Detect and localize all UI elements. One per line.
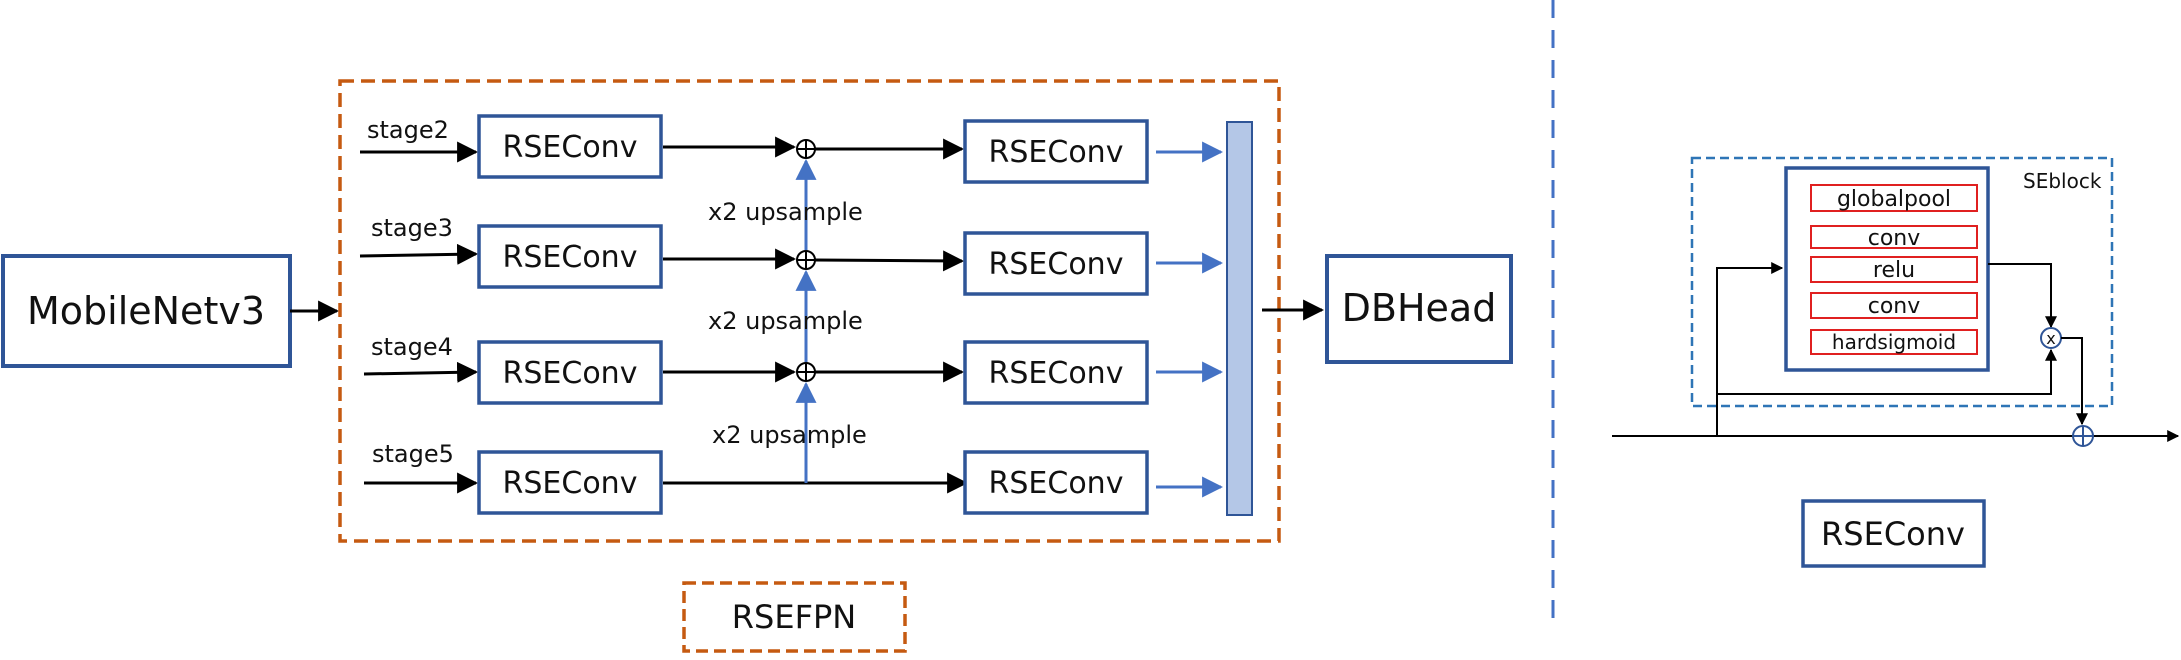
add-node-1 — [796, 139, 816, 159]
stage5-conv-label: RSEConv — [503, 466, 638, 501]
backbone-block: MobileNetv3 — [1, 254, 292, 368]
stage4-arrow — [363, 361, 479, 383]
seblock-border — [1690, 156, 2114, 408]
rsefpn-name-box — [682, 581, 907, 653]
layer-box-globalpool — [1810, 184, 1978, 212]
stage3-label: stage3 — [371, 214, 453, 242]
head-block: DBHead — [1325, 254, 1513, 364]
layer-box-hardsigmoid — [1810, 329, 1978, 355]
layer-label-conv-1: conv — [1868, 226, 1921, 251]
fpn-concat-arrows — [1156, 141, 1224, 498]
multiply-symbol: x — [2046, 329, 2055, 348]
stage2-conv-label: RSEConv — [503, 130, 638, 165]
seblock-label: SEblock — [2023, 169, 2102, 193]
out-conv-box-4 — [963, 450, 1149, 515]
fpn-input-convs: RSEConv RSEConv RSEConv RSEConv — [477, 114, 663, 515]
stage4-label: stage4 — [371, 333, 453, 361]
upsample-label-3: x2 upsample — [712, 421, 867, 449]
layer-label-globalpool: globalpool — [1837, 187, 1951, 212]
head-box — [1325, 254, 1513, 364]
fpn-add-to-conv-arrows — [814, 138, 965, 383]
se-output-line — [1988, 263, 2057, 329]
backbone-box — [1, 254, 292, 368]
add-node-2 — [796, 250, 816, 270]
rsefpn-name-block: RSEFPN — [682, 581, 907, 653]
stage-inputs: stage2 stage3 stage4 stage5 — [359, 116, 479, 494]
layer-box-relu — [1810, 256, 1978, 283]
multiply-to-add — [2061, 337, 2088, 426]
rsefpn-name-label: RSEFPN — [732, 598, 856, 636]
se-input-branch — [1716, 262, 1784, 436]
stage5-label: stage5 — [372, 440, 454, 468]
add-node-3 — [796, 362, 816, 382]
out-conv-box-1 — [963, 119, 1149, 184]
out-conv-label-1: RSEConv — [989, 135, 1124, 170]
stage3-conv-label: RSEConv — [503, 240, 638, 275]
identity-to-multiply — [1717, 348, 2057, 395]
residual-add-node — [2072, 425, 2094, 447]
out-conv-box-2 — [963, 231, 1149, 296]
layer-label-relu: relu — [1873, 258, 1915, 283]
fpn-add-nodes — [796, 139, 816, 382]
out-conv-label-2: RSEConv — [989, 247, 1124, 282]
stage2-conv-box — [477, 114, 663, 179]
out-conv-label-4: RSEConv — [989, 466, 1124, 501]
concat-bar — [1226, 121, 1253, 516]
stage3-arrow — [359, 243, 479, 265]
head-label: DBHead — [1342, 286, 1497, 330]
backbone-label: MobileNetv3 — [27, 289, 265, 333]
upsample-label-1: x2 upsample — [708, 198, 863, 226]
fpn-output-convs: RSEConv RSEConv RSEConv RSEConv — [963, 119, 1149, 515]
layer-label-conv-2: conv — [1868, 294, 1921, 319]
out-conv-box-3 — [963, 340, 1149, 405]
rseconv-name-box — [1801, 499, 1986, 568]
fpn-lateral-arrows — [663, 136, 969, 494]
rseconv-detail: SEblock globalpool conv relu conv hardsi… — [1612, 156, 2180, 568]
stage5-conv-box — [477, 450, 663, 515]
upsample-label-2: x2 upsample — [708, 307, 863, 335]
stage3-conv-box — [477, 224, 663, 289]
stage4-conv-box — [477, 340, 663, 405]
layer-label-hardsigmoid: hardsigmoid — [1832, 330, 1956, 354]
out-conv-label-3: RSEConv — [989, 356, 1124, 391]
rseconv-name-label: RSEConv — [1821, 515, 1965, 553]
layer-box-conv-2 — [1810, 292, 1978, 319]
stage4-conv-label: RSEConv — [503, 356, 638, 391]
stage2-label: stage2 — [367, 116, 449, 144]
layer-box-conv-1 — [1810, 225, 1978, 249]
